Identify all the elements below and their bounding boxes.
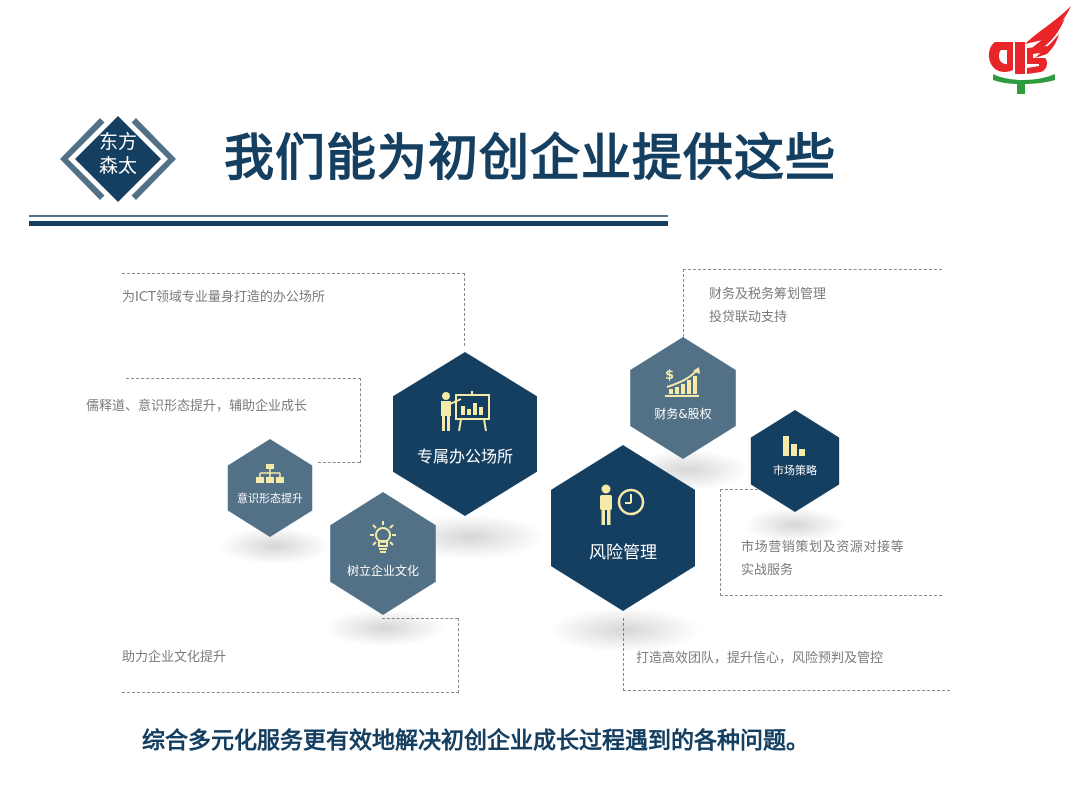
description-finance-2: 投贷联动支持 (709, 310, 788, 325)
service-label-risk: 风险管理 (589, 542, 657, 563)
description-finance-1: 财务及税务筹划管理 (709, 287, 827, 302)
description-office: 为ICT领域专业量身打造的办公场所 (122, 290, 325, 305)
shadow (550, 608, 700, 652)
description-market-1: 市场营销策划及资源对接等 (741, 540, 905, 555)
money-growth-icon: $ (665, 366, 700, 397)
connector-culture-top (382, 618, 458, 619)
shadow (220, 528, 330, 564)
service-label-culture: 树立企业文化 (346, 564, 419, 578)
service-label-ideology: 意识形态提升 (237, 492, 303, 505)
description-ideology: 儒释道、意识形态提升，辅助企业成长 (86, 399, 308, 414)
connector-culture (122, 618, 459, 693)
service-hex-risk[interactable]: 风险管理 (548, 445, 698, 611)
connector-office (122, 273, 465, 346)
header-divider-thick (29, 221, 668, 226)
summary-text: 综合多元化服务更有效地解决初创企业成长过程遇到的各种问题。 (142, 727, 809, 754)
presentation-icon (441, 391, 490, 432)
service-hex-market[interactable]: 市场策略 (749, 410, 841, 512)
connector-risk (623, 618, 950, 691)
service-label-market: 市场策略 (773, 464, 817, 477)
brand-badge: 东方 森太 (38, 102, 198, 216)
service-hex-office[interactable]: 专属办公场所 (390, 352, 540, 516)
bar-chart-icon (783, 436, 805, 456)
org-chart-icon (256, 464, 284, 483)
connector-finance (683, 269, 942, 342)
svg-text:$: $ (665, 368, 674, 383)
description-risk: 打造高效团队，提升信心，风险预判及管控 (636, 651, 884, 666)
page-title: 我们能为初创企业提供这些 (224, 128, 836, 187)
connector-ideology-bottom (318, 462, 360, 463)
connector-ideology (126, 378, 361, 463)
badge-line-2: 森太 (98, 155, 137, 177)
service-hex-culture[interactable]: 树立企业文化 (328, 492, 438, 615)
shadow (745, 508, 845, 542)
lightbulb-icon (370, 521, 396, 553)
service-label-office: 专属办公场所 (416, 447, 513, 466)
service-hex-ideology[interactable]: 意识形态提升 (226, 439, 314, 537)
service-label-finance: 财务&股权 (654, 406, 712, 421)
header-divider-thin (29, 215, 668, 217)
person-clock-icon (600, 484, 645, 525)
company-logo (985, 4, 1075, 96)
shadow (325, 610, 445, 646)
badge-line-1: 东方 (98, 131, 137, 153)
description-market-2: 实战服务 (741, 563, 794, 578)
service-hex-finance[interactable]: $ 财务&股权 (628, 337, 738, 459)
description-culture: 助力企业文化提升 (122, 650, 227, 665)
